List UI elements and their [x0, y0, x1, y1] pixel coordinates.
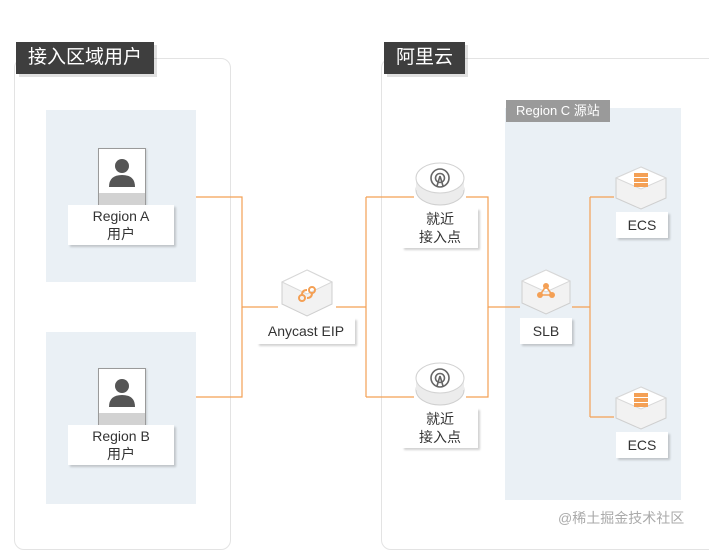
region-c-title: Region C 源站 — [506, 100, 610, 122]
access-point-1-label: 就近 接入点 — [402, 208, 478, 248]
access-point-2-line1: 就近 — [426, 411, 454, 427]
user-region-title: 接入区域用户 — [16, 42, 155, 74]
ecs-icon — [614, 166, 668, 210]
line-access-2-slb — [466, 307, 489, 398]
region-b-user: 用户 — [107, 446, 135, 462]
region-b-name: Region B — [92, 428, 150, 444]
line-region-a-anycast — [196, 196, 278, 308]
access-point-2-label: 就近 接入点 — [402, 408, 478, 448]
ecs-icon — [614, 386, 668, 430]
region-a-name: Region A — [92, 208, 150, 224]
anycast-eip-label: Anycast EIP — [257, 318, 355, 344]
aliyun-title: 阿里云 — [384, 42, 466, 74]
anycast-eip-icon — [280, 269, 334, 317]
access-point-icon — [415, 162, 465, 206]
access-point-icon — [415, 362, 465, 406]
ecs-2-label: ECS — [616, 432, 668, 458]
watermark: @稀土掘金技术社区 — [558, 510, 685, 526]
ecs-1-label: ECS — [616, 212, 668, 238]
slb-label: SLB — [520, 318, 572, 344]
line-access-1-slb — [466, 196, 520, 308]
access-point-1-line2: 接入点 — [419, 229, 461, 245]
user-avatar-icon — [98, 368, 146, 426]
user-avatar-icon — [98, 148, 146, 206]
line-region-b-anycast — [196, 307, 243, 398]
slb-icon — [520, 269, 572, 315]
access-point-1-line1: 就近 — [426, 211, 454, 227]
region-a-user: 用户 — [107, 226, 135, 242]
region-b-user-label: Region B 用户 — [68, 425, 174, 465]
region-a-user-label: Region A 用户 — [68, 205, 174, 245]
access-point-2-line2: 接入点 — [419, 429, 461, 445]
